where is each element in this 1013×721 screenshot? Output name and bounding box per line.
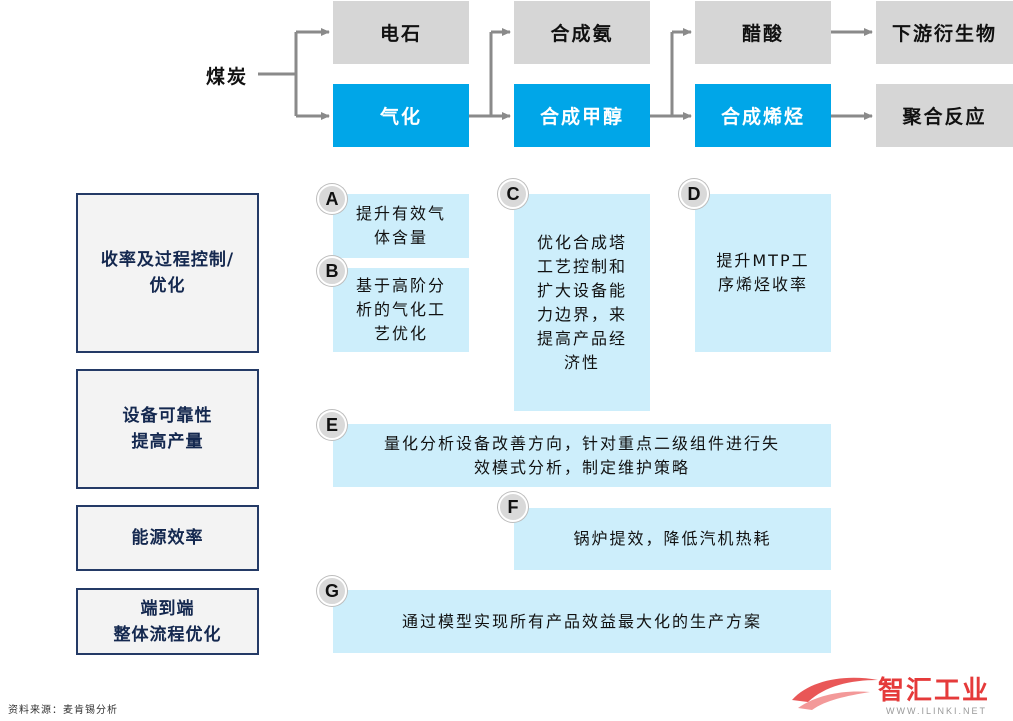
node-acetic-acid: 醋酸 [695,1,831,64]
badge-d: D [679,179,709,209]
solution-g-box: 通过模型实现所有产品效益最大化的生产方案 [333,590,831,653]
category-yield-process-control: 收率及过程控制/ 优化 [76,193,259,353]
solution-f-box: 锅炉提效，降低汽机热耗 [514,508,831,570]
solution-a-box: 提升有效气 体含量 [333,194,469,258]
solution-b-box: 基于高阶分 析的气化工 艺优化 [333,268,469,352]
watermark-swoosh-icon [792,677,878,710]
solution-c-box: 优化合成塔 工艺控制和 扩大设备能 力边界，来 提高产品经 济性 [514,194,650,411]
badge-g: G [317,576,347,606]
solution-d-box: 提升MTP工 序烯烃收率 [695,194,831,352]
badge-b: B [317,256,347,286]
badge-e: E [317,410,347,440]
watermark-name: 智汇工业 [878,675,991,705]
watermark-url: WWW.ILINKI.NET [886,706,987,716]
node-calcium-carbide: 电石 [333,1,469,64]
badge-c: C [498,179,528,209]
node-synthetic-olefins: 合成烯烃 [695,84,831,147]
badge-f: F [498,492,528,522]
solution-e-box: 量化分析设备改善方向，针对重点二级组件进行失 效模式分析，制定维护策略 [333,424,831,487]
category-equipment-reliability: 设备可靠性 提高产量 [76,369,259,489]
badge-a: A [317,184,347,214]
node-synthetic-ammonia: 合成氨 [514,1,650,64]
source-note: 资料来源：麦肯锡分析 [8,705,118,716]
node-synthetic-methanol: 合成甲醇 [514,84,650,147]
category-energy-efficiency: 能源效率 [76,505,259,571]
coal-label: 煤炭 [206,66,249,88]
node-gasification: 气化 [333,84,469,147]
node-polymerization: 聚合反应 [876,84,1013,147]
node-downstream-derivatives: 下游衍生物 [876,1,1013,64]
category-end-to-end-optimization: 端到端 整体流程优化 [76,588,259,655]
